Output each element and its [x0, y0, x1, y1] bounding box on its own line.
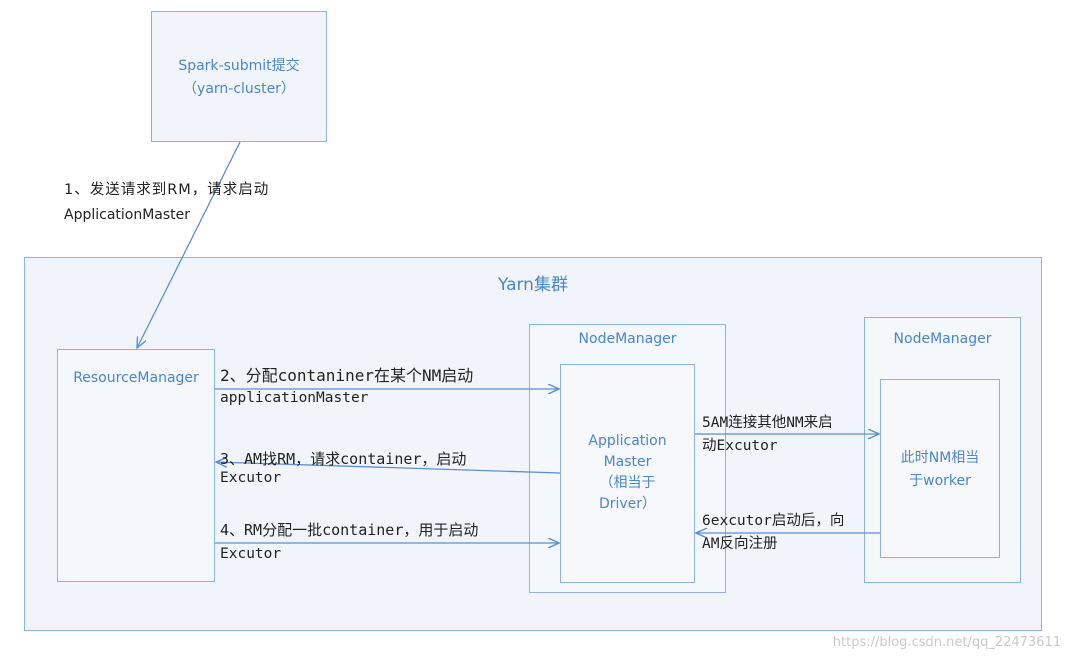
step6-label-line2: AM反向注册: [702, 536, 778, 552]
step3-label-line1: 3、AM找RM，请求container，启动: [220, 450, 467, 468]
step2-label-line1: 2、分配contaniner在某个NM启动: [220, 366, 474, 385]
worker-line1: 此时NM相当: [900, 450, 980, 466]
arrow-step3: [216, 462, 561, 474]
yarn-cluster-title: Yarn集群: [498, 275, 568, 295]
step5-label-line1: 5AM连接其他NM来启: [702, 415, 833, 431]
resource-manager-title: ResourceManager: [73, 370, 199, 386]
node-manager-1-title: NodeManager: [578, 331, 677, 347]
worker-line2: 于worker: [909, 473, 971, 489]
step4-label-line2: Excutor: [220, 546, 282, 562]
step4-label-line1: 4、RM分配一批container，用于启动: [220, 521, 479, 539]
app-master-line3: （相当于: [599, 475, 656, 491]
step6-label-line1: 6excutor启动后，向: [702, 513, 845, 529]
spark-submit-label: Spark-submit提交: [178, 58, 300, 74]
app-master-line4: Driver）: [598, 496, 657, 512]
arrow-step1: [137, 141, 241, 348]
resource-manager-box: ResourceManager: [57, 349, 215, 582]
step5-label-line2: 动Excutor: [702, 438, 778, 454]
application-master-box: Application Master （相当于 Driver）: [560, 364, 695, 583]
worker-box: 此时NM相当 于worker: [880, 379, 1000, 558]
node-manager-2-title: NodeManager: [893, 331, 992, 347]
spark-submit-box: Spark-submit提交 （yarn-cluster）: [151, 11, 327, 142]
step1-label-line2: ApplicationMaster: [64, 207, 191, 223]
watermark: https://blog.csdn.net/qq_22473611: [832, 635, 1061, 650]
spark-submit-mode: （yarn-cluster）: [183, 81, 295, 97]
step3-label-line2: Excutor: [220, 470, 282, 486]
step1-label-line1: 1、发送请求到RM，请求启动: [64, 182, 270, 198]
app-master-line1: Application: [588, 433, 667, 449]
step2-label-line2: applicationMaster: [220, 390, 369, 406]
app-master-line2: Master: [603, 454, 652, 470]
